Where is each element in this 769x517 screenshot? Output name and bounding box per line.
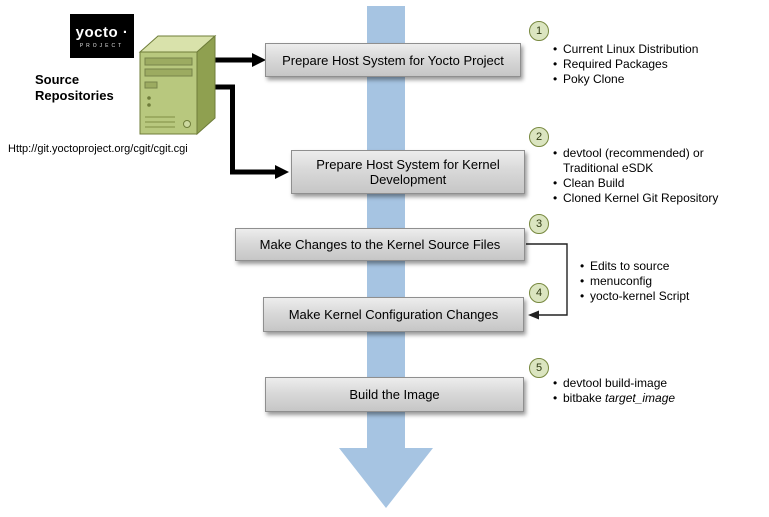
bullet-item: menuconfig — [579, 274, 739, 289]
yocto-logo-subtitle: PROJECT — [79, 42, 125, 49]
yocto-logo: yocto · PROJECT — [70, 14, 134, 58]
step-2-bullets: devtool (recommended) or Traditional eSD… — [552, 146, 757, 206]
bullet-item: yocto-kernel Script — [579, 289, 739, 304]
bullet-item: Current Linux Distribution — [552, 42, 762, 57]
arrow-server-to-step2 — [208, 84, 289, 179]
server-icon — [138, 34, 217, 136]
badge-number: 3 — [535, 218, 543, 230]
step-label: Build the Image — [349, 387, 440, 402]
steps-3-4-shared-bullets: Edits to source menuconfig yocto-kernel … — [579, 259, 739, 304]
step-box-prepare-host-yocto: Prepare Host System for Yocto Project — [265, 43, 521, 77]
yocto-logo-brand: yocto · — [75, 23, 129, 41]
source-repositories-label: Source Repositories — [35, 72, 114, 103]
step-5-bullets: devtool build-image bitbake target_image — [552, 376, 752, 406]
step-box-make-config-changes: Make Kernel Configuration Changes — [263, 297, 524, 332]
step-number-badge-3: 3 — [529, 214, 549, 234]
step-box-prepare-host-kernel: Prepare Host System for Kernel Developme… — [291, 150, 525, 194]
source-repositories-url: Http://git.yoctoproject.org/cgit/cgit.cg… — [8, 143, 188, 155]
bullet-item: Edits to source — [579, 259, 739, 274]
step-1-bullets: Current Linux Distribution Required Pack… — [552, 42, 762, 87]
bullet-item: devtool (recommended) or Traditional eSD… — [552, 146, 735, 176]
bullet-item: devtool build-image — [552, 376, 752, 391]
step-label: Make Changes to the Kernel Source Files — [259, 237, 501, 252]
step-number-badge-1: 1 — [529, 21, 549, 41]
bullet-item: Clean Build — [552, 176, 757, 191]
step-label: Make Kernel Configuration Changes — [288, 307, 499, 322]
badge-number: 1 — [535, 25, 543, 37]
step-label: Prepare Host System for Yocto Project — [282, 52, 504, 68]
badge-number: 2 — [535, 131, 543, 143]
bracket-steps-3-4 — [526, 243, 568, 320]
step-number-badge-4: 4 — [529, 283, 549, 303]
bullet-text-italic: target_image — [605, 391, 676, 405]
step-number-badge-2: 2 — [529, 127, 549, 147]
step-label: Prepare Host System for Kernel Developme… — [316, 157, 500, 187]
bullet-text-prefix: bitbake — [563, 391, 606, 405]
badge-number: 4 — [535, 287, 543, 299]
bullet-item: Poky Clone — [552, 72, 762, 87]
bullet-item: bitbake target_image — [552, 391, 752, 406]
badge-number: 5 — [535, 362, 543, 374]
step-number-badge-5: 5 — [529, 358, 549, 378]
step-box-make-source-changes: Make Changes to the Kernel Source Files — [235, 228, 525, 261]
bullet-item: Cloned Kernel Git Repository — [552, 191, 757, 206]
bullet-item: Required Packages — [552, 57, 762, 72]
step-box-build-image: Build the Image — [265, 377, 524, 412]
